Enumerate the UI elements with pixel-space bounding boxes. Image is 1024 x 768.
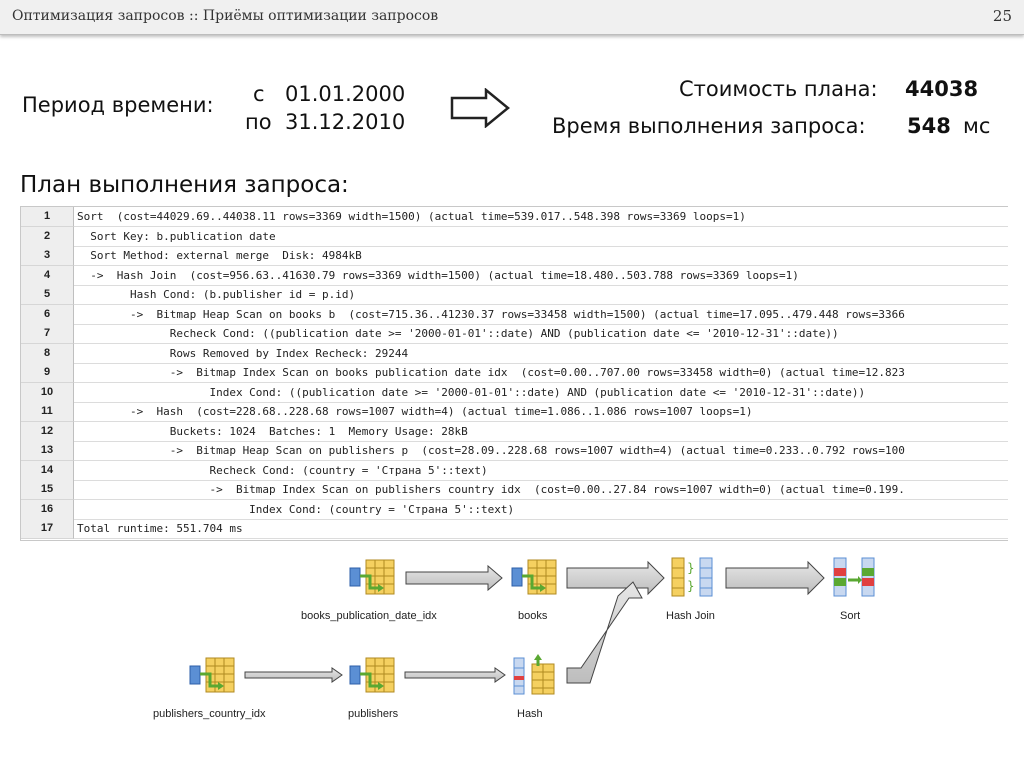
node-label-hash: Hash xyxy=(517,708,543,720)
plan-row[interactable]: 2 Sort Key: b.publication date xyxy=(21,226,1008,247)
plan-row[interactable]: 7 Recheck Cond: ((publication date >= '2… xyxy=(21,324,1008,344)
plan-row-text: Recheck Cond: (country = 'Страна 5'::tex… xyxy=(74,461,1008,481)
plan-row[interactable]: 16 Index Cond: (country = 'Страна 5'::te… xyxy=(21,499,1008,520)
plan-row-text: Index Cond: ((publication date >= '2000-… xyxy=(74,383,1008,403)
node-label-books: books xyxy=(518,610,548,622)
flow-arrow-hash-to-hash-join xyxy=(566,581,643,684)
plan-row-text: Index Cond: (country = 'Страна 5'::text) xyxy=(74,500,1008,520)
slide-title: Оптимизация запросов :: Приёмы оптимизац… xyxy=(12,8,439,24)
plan-row-text: Hash Cond: (b.publisher id = p.id) xyxy=(74,285,1008,305)
exec-time-unit: мс xyxy=(963,114,991,138)
node-label-publishers-idx: publishers_country_idx xyxy=(153,708,266,720)
plan-row-text: -> Bitmap Heap Scan on publishers p (cos… xyxy=(74,441,1008,461)
plan-row[interactable]: 15 -> Bitmap Index Scan on publishers co… xyxy=(21,480,1008,500)
plan-row[interactable]: 13 -> Bitmap Heap Scan on publishers p (… xyxy=(21,441,1008,461)
to-date: 31.12.2010 xyxy=(285,110,406,134)
plan-row-text: -> Hash Join (cost=956.63..41630.79 rows… xyxy=(74,266,1008,286)
plan-row[interactable]: 11 -> Hash (cost=228.68..228.68 rows=100… xyxy=(21,402,1008,422)
plan-row-text: -> Bitmap Index Scan on publishers count… xyxy=(74,480,1008,500)
slide-header: Оптимизация запросов :: Приёмы оптимизац… xyxy=(0,0,1024,35)
plan-row[interactable]: 10 Index Cond: ((publication date >= '20… xyxy=(21,382,1008,403)
node-label-hash-join: Hash Join xyxy=(666,610,715,622)
flow-arrow-books-to-hash-join xyxy=(566,560,665,596)
exec-time-value: 548 xyxy=(907,114,951,138)
to-prefix: по xyxy=(245,110,272,134)
exec-time-label: Время выполнения запроса: xyxy=(552,114,866,138)
hash-icon[interactable] xyxy=(512,654,560,698)
plan-row-text: -> Bitmap Index Scan on books publicatio… xyxy=(74,363,1008,383)
plan-row[interactable]: 8 Rows Removed by Index Recheck: 29244 xyxy=(21,343,1008,364)
plan-row-text: -> Bitmap Heap Scan on books b (cost=715… xyxy=(74,305,1008,325)
period-label: Период времени: xyxy=(22,93,214,117)
plan-row[interactable]: 6 -> Bitmap Heap Scan on books b (cost=7… xyxy=(21,304,1008,325)
cost-label: Стоимость плана: xyxy=(679,77,878,101)
flow-arrow-hash-join-to-sort xyxy=(725,560,825,596)
plan-row[interactable]: 3 Sort Method: external merge Disk: 4984… xyxy=(21,246,1008,266)
node-label-publishers: publishers xyxy=(348,708,399,720)
bitmap-index-scan-icon[interactable] xyxy=(188,656,238,696)
plan-row[interactable]: 4 -> Hash Join (cost=956.63..41630.79 ro… xyxy=(21,265,1008,286)
plan-row-text: Sort Key: b.publication date xyxy=(74,227,1008,247)
bitmap-heap-scan-icon[interactable] xyxy=(510,558,560,598)
plan-row-text: Sort Method: external merge Disk: 4984kB xyxy=(74,246,1008,266)
flow-arrow-publishers-idx-to-publishers xyxy=(244,667,343,683)
plan-row[interactable]: 14 Recheck Cond: (country = 'Страна 5'::… xyxy=(21,460,1008,481)
plan-heading: План выполнения запроса: xyxy=(20,172,349,198)
hash-join-icon[interactable]: } } xyxy=(670,556,718,600)
flow-arrow-publishers-to-hash xyxy=(404,667,506,683)
node-label-books-idx: books_publication_date_idx xyxy=(301,610,437,622)
plan-row-number: 16 xyxy=(21,499,74,520)
plan-row-text: -> Hash (cost=228.68..228.68 rows=1007 w… xyxy=(74,402,1008,422)
plan-row-number: 17 xyxy=(21,519,74,539)
plan-row[interactable]: 9 -> Bitmap Index Scan on books publicat… xyxy=(21,363,1008,383)
right-arrow-icon xyxy=(450,88,510,128)
svg-text:}: } xyxy=(687,579,695,593)
sort-icon[interactable] xyxy=(832,556,880,600)
plan-row[interactable]: 12 Buckets: 1024 Batches: 1 Memory Usage… xyxy=(21,421,1008,442)
from-date: 01.01.2000 xyxy=(285,82,406,106)
plan-row-text: Rows Removed by Index Recheck: 29244 xyxy=(74,344,1008,364)
flow-arrow-books-idx-to-books xyxy=(405,564,503,592)
bitmap-index-scan-icon[interactable] xyxy=(348,558,398,598)
plan-row-text: Sort (cost=44029.69..44038.11 rows=3369 … xyxy=(74,207,1008,227)
bitmap-heap-scan-icon[interactable] xyxy=(348,656,398,696)
node-label-sort: Sort xyxy=(840,610,861,622)
page-number: 25 xyxy=(992,7,1012,25)
plan-row-text: Buckets: 1024 Batches: 1 Memory Usage: 2… xyxy=(74,422,1008,442)
svg-text:}: } xyxy=(687,561,695,575)
plan-row-number: 13 xyxy=(21,441,74,461)
plan-row-text: Recheck Cond: ((publication date >= '200… xyxy=(74,324,1008,344)
plan-row-text: Total runtime: 551.704 ms xyxy=(74,519,1008,539)
from-prefix: с xyxy=(253,82,265,106)
cost-value: 44038 xyxy=(905,77,979,101)
